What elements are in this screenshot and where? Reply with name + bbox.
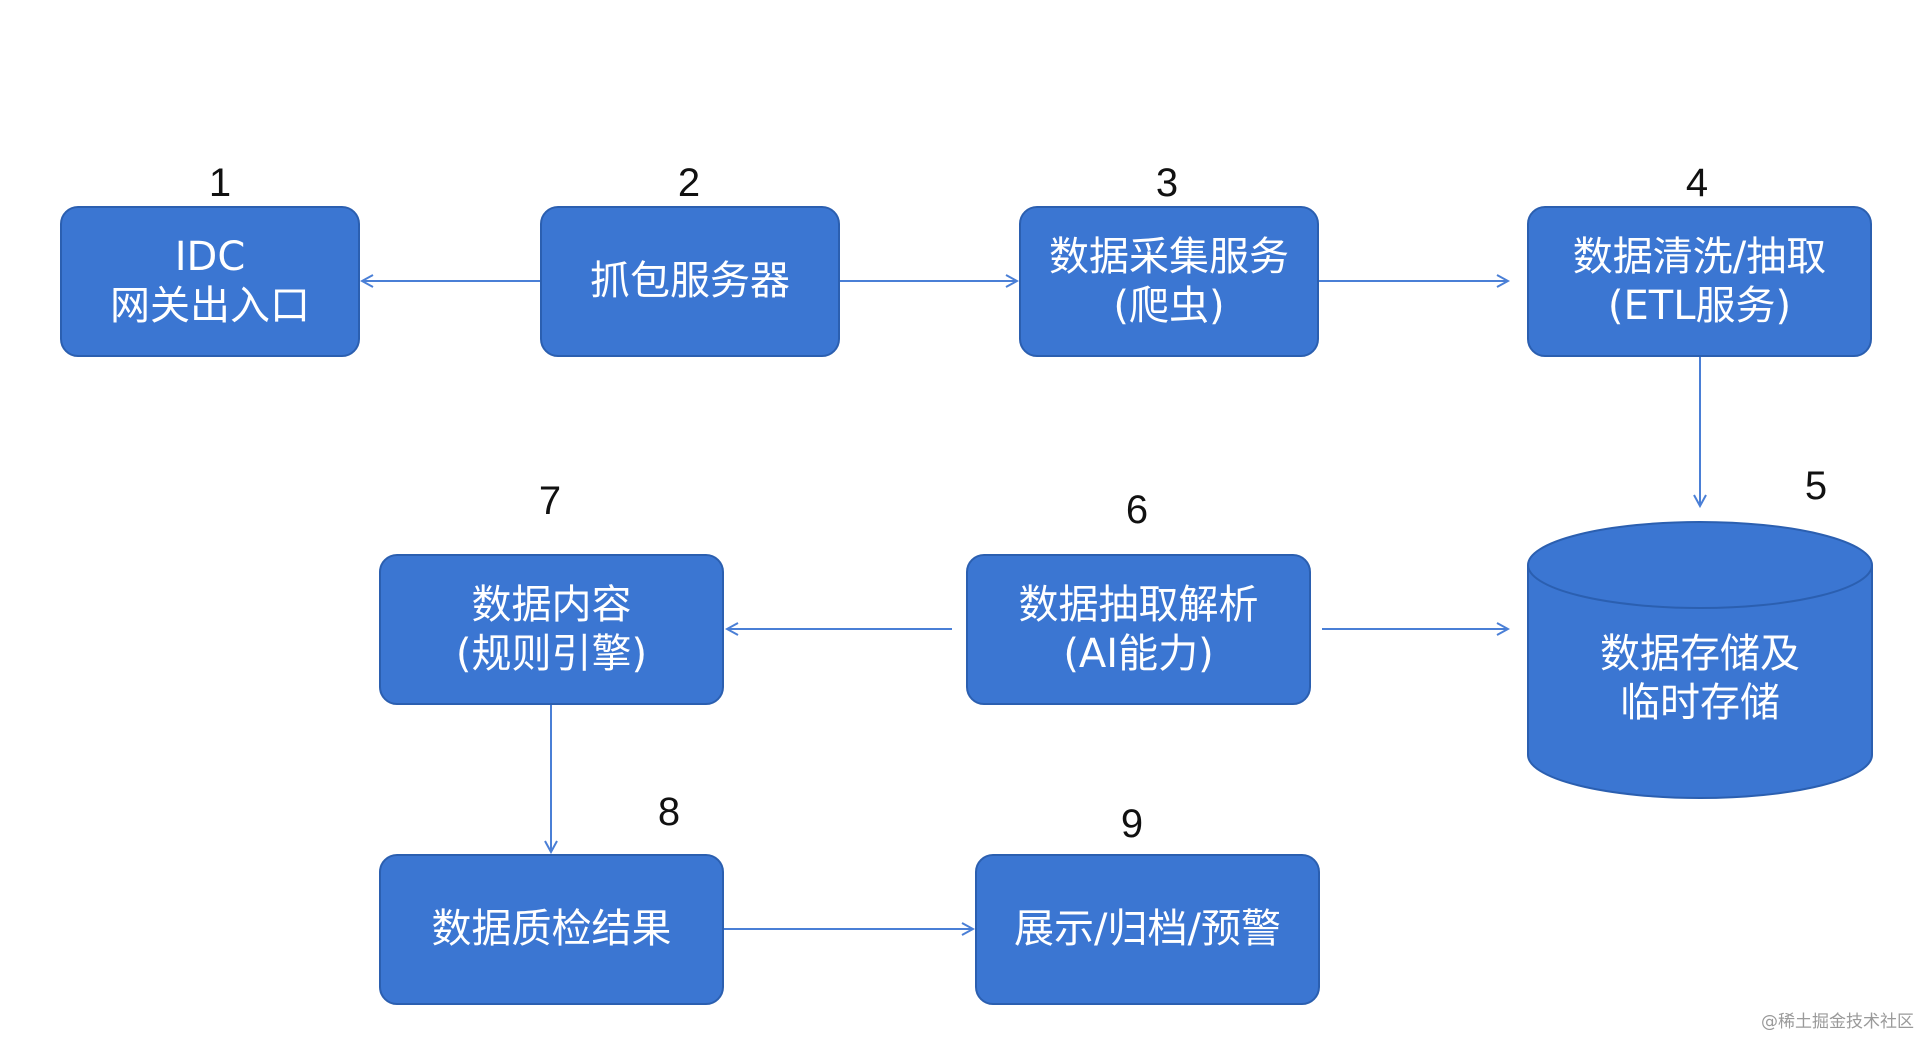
watermark-text: @稀土掘金技术社区 [1761,1012,1914,1032]
step-number-1: 1 [208,161,232,205]
node-capture-server: 抓包服务器 [540,206,840,357]
node-label-line: 展示/归档/预警 [1014,906,1281,953]
node-quality-result: 数据质检结果 [379,854,724,1005]
node-label-line: 数据存储及 [1600,631,1800,677]
step-number-2: 2 [677,161,701,205]
node-ai-parsing: 数据抽取解析 (AI能力) [966,554,1311,705]
node-label-line: IDC [174,233,246,280]
node-rule-engine: 数据内容 (规则引擎) [379,554,724,705]
step-number-8: 8 [657,790,681,834]
node-label-line: (规则引擎) [455,630,648,677]
node-label-line: (ETL服务) [1607,282,1792,329]
node-idc-gateway: IDC 网关出入口 [60,206,360,357]
node-label-line: 数据内容 [471,581,632,628]
node-label-line: (爬虫) [1113,282,1225,329]
node-label-line: 数据抽取解析 [1018,581,1259,628]
node-label-line: 临时存储 [1620,679,1780,726]
node-label-line: 数据质检结果 [431,906,672,953]
step-number-5: 5 [1804,464,1828,508]
node-label-line: 数据清洗/抽取 [1572,233,1827,280]
node-label-line: 数据采集服务 [1049,233,1289,280]
step-number-9: 9 [1120,802,1144,846]
step-number-3: 3 [1155,161,1179,205]
node-display-archive-alert: 展示/归档/预警 [975,854,1320,1005]
step-number-7: 7 [538,479,562,523]
node-data-collection: 数据采集服务 (爬虫) [1019,206,1319,357]
node-etl-service: 数据清洗/抽取 (ETL服务) [1527,206,1872,357]
node-label-line: (AI能力) [1063,630,1214,677]
step-number-6: 6 [1125,488,1149,532]
node-label-line: 网关出入口 [110,282,310,329]
node-label-line: 抓包服务器 [590,258,790,305]
step-number-4: 4 [1685,161,1709,205]
node-data-storage: 数据存储及 临时存储 [1528,630,1872,728]
